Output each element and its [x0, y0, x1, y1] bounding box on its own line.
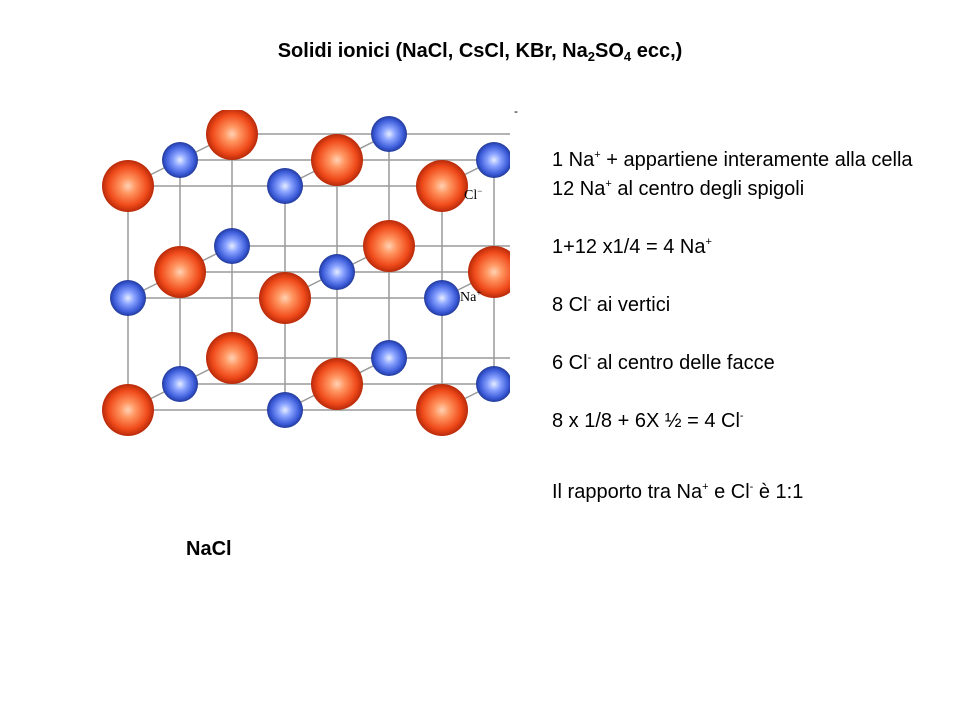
sodium-label: Na+ — [460, 288, 482, 306]
title-subscript: 2 — [587, 49, 595, 64]
note-text: al centro delle facce — [591, 352, 775, 374]
note-text: ai vertici — [591, 294, 671, 316]
note-text: al centro degli spigoli — [611, 178, 805, 200]
note-text: 8 x 1/8 + 6X ½ = 4 Cl — [552, 410, 740, 432]
chloride-ion — [102, 384, 154, 436]
slide-title: Solidi ionici (NaCl, CsCl, KBr, Na2SO4 e… — [0, 40, 960, 64]
note-text: 8 Cl — [552, 294, 588, 316]
chloride-ion — [311, 134, 363, 186]
note-line: 1 Na+ + appartiene interamente alla cell… — [552, 146, 952, 175]
note-text: è 1:1 — [753, 481, 804, 503]
chloride-ion — [206, 332, 258, 384]
chloride-ion — [416, 384, 468, 436]
sodium-ion — [476, 142, 510, 178]
title-subscript: 4 — [623, 49, 632, 64]
chloride-label-charge: − — [477, 186, 483, 196]
note-charge: + — [702, 481, 709, 493]
note-text: 12 Na — [552, 178, 606, 200]
lattice-caption: NaCl — [186, 538, 232, 560]
chloride-label-text: Cl — [464, 188, 478, 203]
chloride-ion — [311, 358, 363, 410]
note-text: e Cl — [708, 481, 750, 503]
note-text: 1+12 x1/4 = 4 Na — [552, 236, 706, 258]
chloride-ion — [154, 246, 206, 298]
sodium-label-charge: + — [476, 288, 482, 298]
note-charge: + — [705, 236, 712, 248]
note-line: 12 Na+ al centro degli spigoli — [552, 175, 952, 204]
chloride-label: Cl− — [464, 186, 483, 204]
note-charge: + — [594, 149, 601, 161]
note-text: 6 Cl — [552, 352, 588, 374]
chloride-ion — [416, 160, 468, 212]
title-text: Solidi ionici (NaCl, CsCl, KBr, Na — [277, 40, 588, 62]
sodium-label-text: Na — [460, 290, 477, 305]
sodium-ion — [267, 392, 303, 428]
note-charge: - — [739, 410, 744, 422]
sodium-ion — [319, 254, 355, 290]
note-line: 1+12 x1/4 = 4 Na+ — [552, 233, 952, 262]
sodium-ion — [371, 116, 407, 152]
lattice-ions — [102, 110, 510, 436]
note-text: 1 Na — [552, 149, 595, 171]
note-charge: - — [587, 294, 592, 306]
stray-dash: - — [514, 104, 518, 118]
chloride-ion — [259, 272, 311, 324]
note-line: 8 Cl- ai vertici — [552, 291, 952, 320]
note-charge: + — [605, 178, 612, 190]
chloride-ion — [206, 110, 258, 160]
chloride-ion — [468, 246, 510, 298]
sodium-ion — [424, 280, 460, 316]
explanation-text: 1 Na+ + appartiene interamente alla cell… — [552, 146, 952, 507]
note-line: Il rapporto tra Na+ e Cl- è 1:1 — [552, 478, 952, 507]
note-charge: - — [587, 352, 592, 364]
note-text: + appartiene interamente alla cella — [600, 149, 913, 171]
sodium-ion — [371, 340, 407, 376]
chloride-ion — [102, 160, 154, 212]
note-charge: - — [749, 481, 754, 493]
note-line: 6 Cl- al centro delle facce — [552, 349, 952, 378]
sodium-ion — [162, 142, 198, 178]
sodium-ion — [162, 366, 198, 402]
sodium-ion — [110, 280, 146, 316]
chloride-ion — [363, 220, 415, 272]
note-text: Il rapporto tra Na — [552, 481, 703, 503]
sodium-ion — [476, 366, 510, 402]
nacl-crystal-lattice — [102, 110, 510, 436]
sodium-ion — [267, 168, 303, 204]
title-text: SO — [595, 40, 624, 62]
title-text: ecc,) — [631, 40, 683, 62]
sodium-ion — [214, 228, 250, 264]
note-line: 8 x 1/8 + 6X ½ = 4 Cl- — [552, 407, 952, 436]
